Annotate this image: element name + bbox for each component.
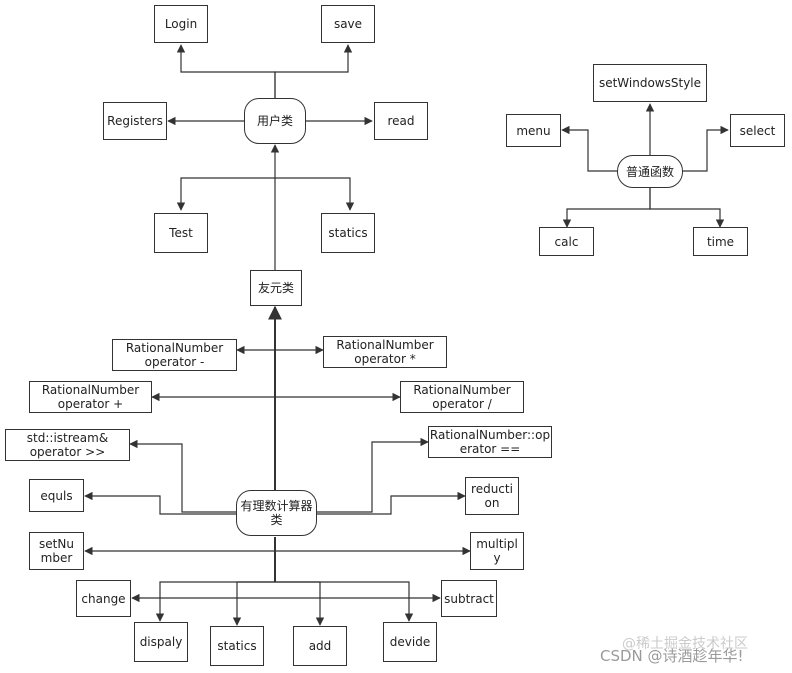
- edge-bottom-devide: [275, 581, 414, 622]
- node-setnumber: setNu mber: [29, 532, 84, 570]
- node-common-func: 普通函数: [617, 155, 683, 188]
- node-user-class: 用户类: [244, 98, 306, 144]
- edge-bottom-statics: [232, 581, 275, 626]
- node-rn-minus: RationalNumber operator -: [112, 339, 237, 371]
- watermark-juejin: @稀土掘金技术社区: [622, 636, 748, 652]
- edge-calc-equls: [84, 491, 238, 515]
- node-rn-eq: RationalNumber::op erator ==: [428, 426, 552, 458]
- node-registers: Registers: [103, 102, 167, 140]
- edge-calc-rneq: [315, 437, 429, 513]
- node-login: Login: [154, 5, 208, 43]
- edge-common-select: [683, 125, 729, 172]
- node-read: read: [374, 102, 428, 140]
- node-test: Test: [154, 213, 208, 253]
- node-rn-div: RationalNumber operator /: [400, 381, 524, 413]
- edge-calc-istream: [129, 439, 238, 513]
- node-calc: calc: [539, 227, 594, 256]
- node-save: save: [321, 5, 375, 43]
- edge-calc-reduction: [315, 491, 466, 515]
- node-change: change: [76, 580, 131, 617]
- node-rn-plus: RationalNumber operator +: [29, 381, 152, 413]
- node-istream: std::istream& operator >>: [5, 429, 130, 461]
- edge-user-bus: [176, 177, 355, 211]
- node-statics-top: statics: [321, 213, 375, 253]
- edge-common-time: [649, 187, 725, 228]
- node-multiply: multipl y: [470, 532, 524, 570]
- node-calc-class: 有理数计算器 类: [236, 490, 317, 536]
- watermark-csdn: CSDN @诗酒趁年华!: [600, 647, 744, 665]
- node-select: select: [730, 114, 785, 147]
- node-reduction: reducti on: [465, 477, 519, 515]
- edge-common-calc: [562, 187, 651, 228]
- node-set-windows-style: setWindowsStyle: [593, 64, 707, 102]
- edge-common-menu: [561, 125, 617, 172]
- node-time: time: [693, 227, 748, 256]
- edge-bottom-dispaly: [155, 581, 275, 622]
- node-dispaly: dispaly: [134, 622, 188, 662]
- node-statics-bottom: statics: [210, 626, 264, 666]
- edge-bottom-add: [275, 581, 325, 626]
- node-equls: equls: [29, 479, 84, 512]
- node-subtract: subtract: [441, 580, 497, 617]
- node-devide: devide: [383, 622, 437, 662]
- edge-user-login: [176, 44, 276, 98]
- node-menu: menu: [506, 114, 561, 147]
- node-friend-class: 友元类: [250, 270, 302, 306]
- node-rn-mult: RationalNumber operator *: [323, 336, 447, 368]
- edge-user-save: [274, 44, 353, 98]
- node-add: add: [293, 626, 347, 666]
